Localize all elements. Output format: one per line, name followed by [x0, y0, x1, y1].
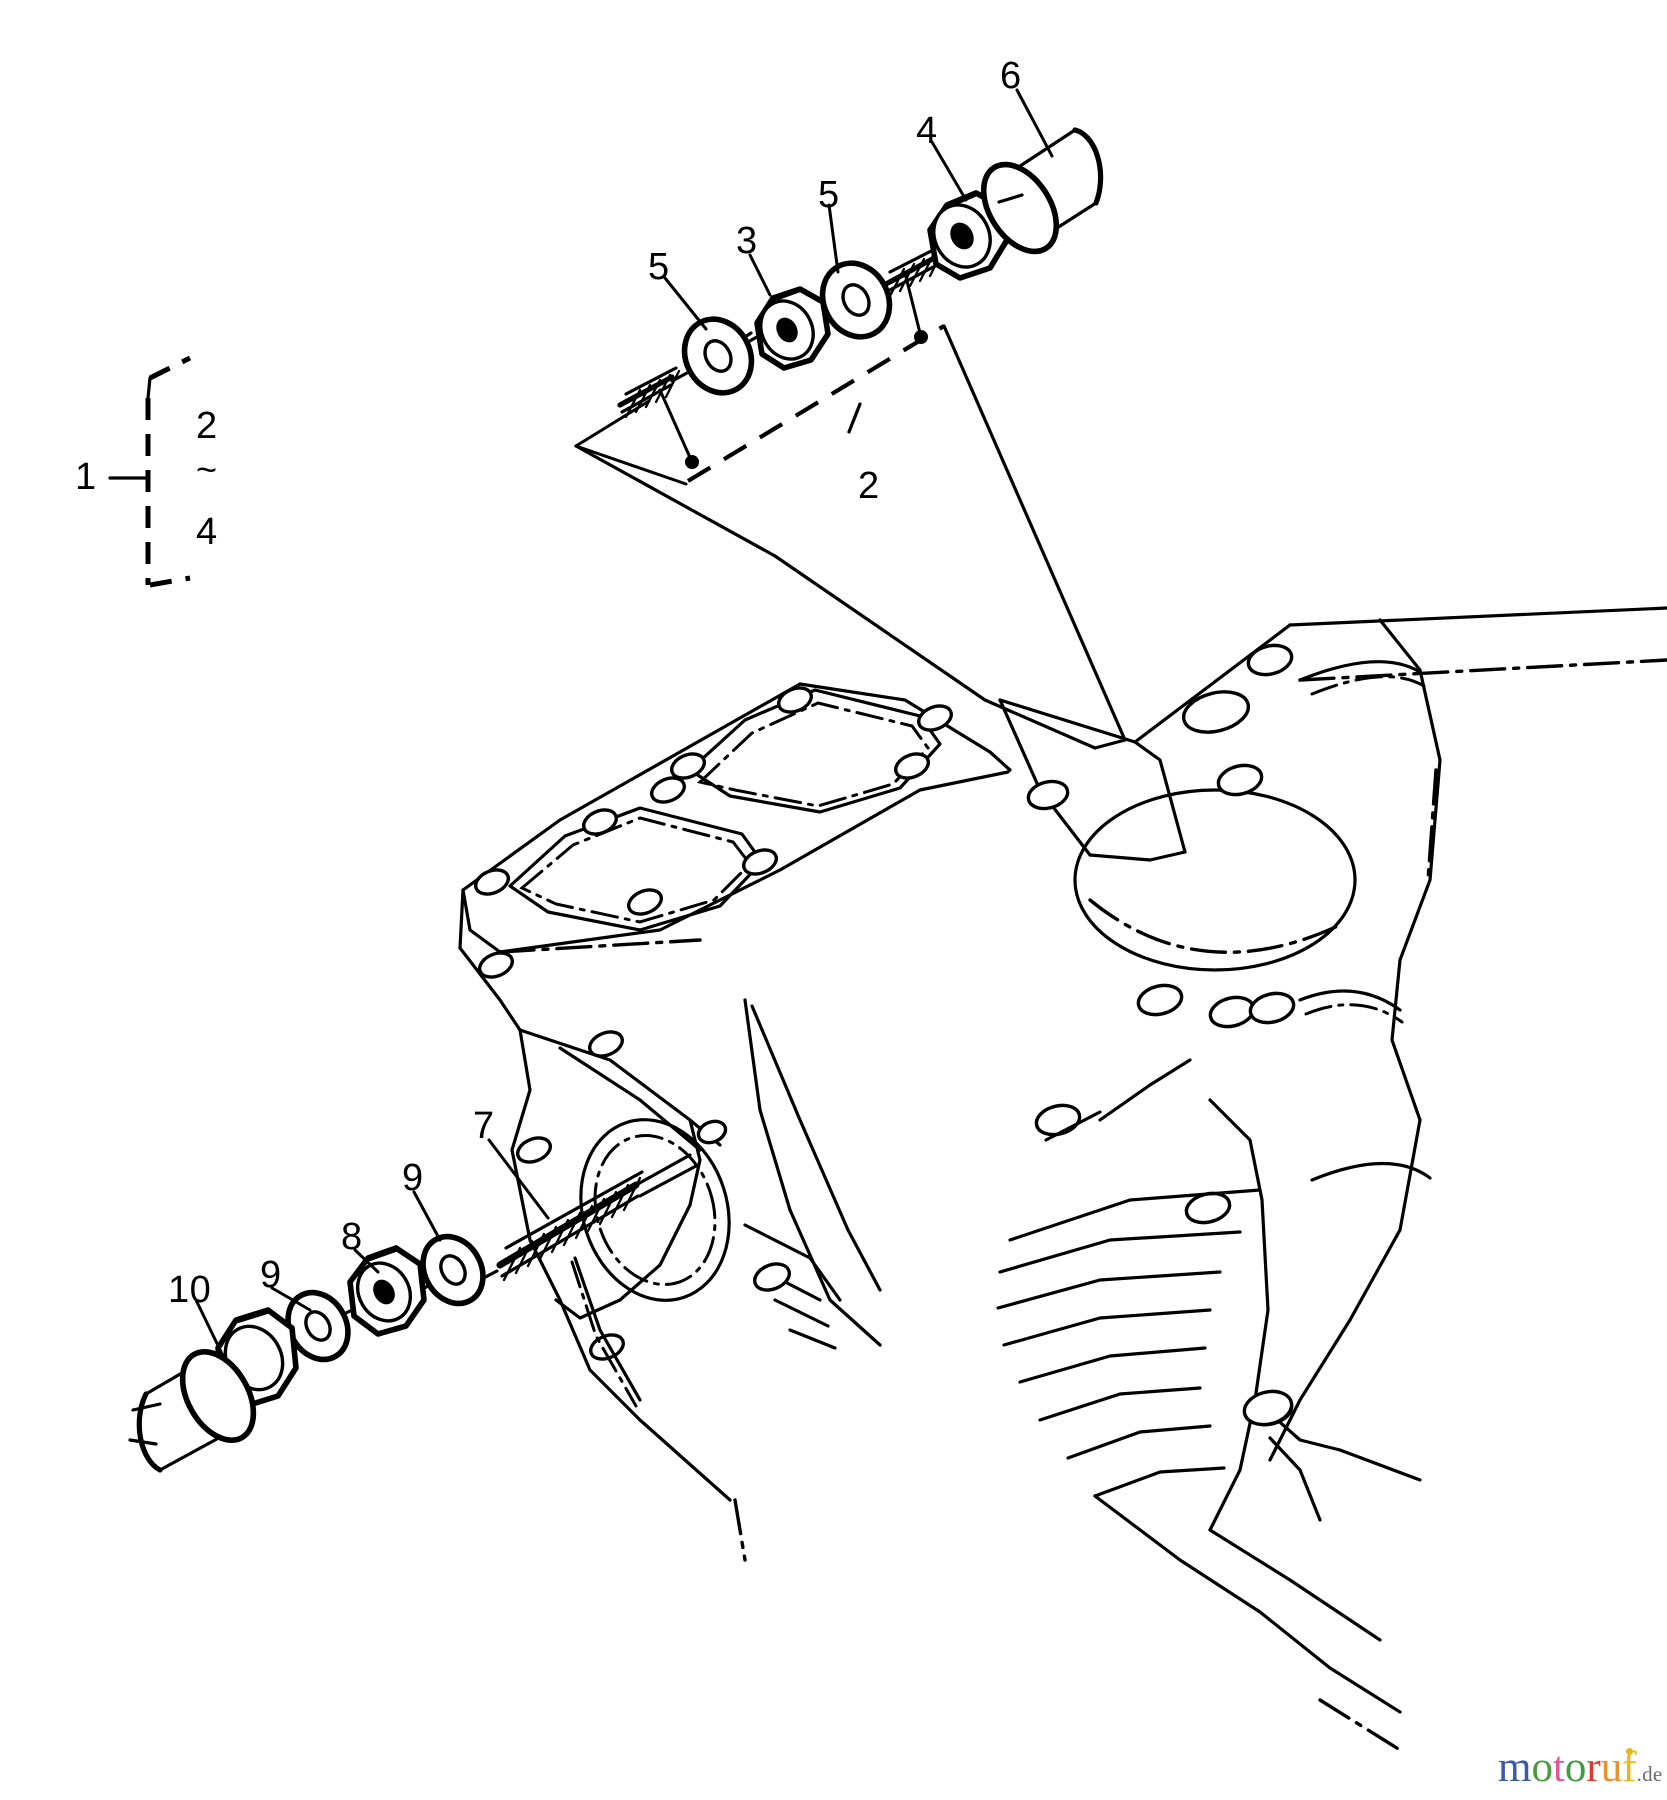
watermark-letter-u: u — [1600, 1744, 1623, 1791]
watermark-accent-dot — [1626, 1748, 1633, 1755]
engine-block — [458, 606, 1667, 1752]
callout-label-2-assembly: 2 — [858, 465, 880, 507]
washer-9-right — [420, 1233, 486, 1307]
upper-stud-assembly — [574, 127, 1104, 486]
callout-label-2-bracket-start: 2 — [196, 405, 218, 447]
manifold-gasket — [461, 682, 1012, 954]
hex-nut-3 — [754, 286, 831, 371]
hex-nut-8 — [347, 1245, 427, 1337]
callout-label-9-right: 9 — [402, 1157, 424, 1199]
callout-label-bracket-tilde: ~ — [196, 449, 218, 490]
watermark-letter-t: t — [1552, 1744, 1565, 1791]
projection-lines-upper — [574, 324, 1127, 750]
callout-label-6: 6 — [1000, 55, 1022, 97]
cap-6 — [980, 127, 1104, 255]
callout-label-4-upper: 4 — [916, 110, 938, 152]
callout-label-4-bracket-end: 4 — [196, 511, 218, 553]
watermark-letter-r: r — [1586, 1744, 1601, 1791]
callout-label-9-left: 9 — [260, 1254, 282, 1296]
leader-lines — [194, 88, 1054, 1362]
watermark-letter-o1: o — [1531, 1744, 1553, 1791]
watermark-letter-f: f — [1622, 1744, 1637, 1791]
callout-label-5-upper-left: 5 — [648, 246, 670, 288]
callout-label-3: 3 — [736, 220, 758, 262]
callout-label-10: 10 — [168, 1269, 212, 1311]
lower-stud-assembly — [128, 1153, 698, 1473]
watermark-letter-m: m — [1498, 1744, 1532, 1791]
group-bracket-left — [108, 355, 192, 588]
washer-5-lower — [681, 316, 755, 396]
callout-label-5-upper-right: 5 — [818, 174, 840, 216]
watermark-letter-o2: o — [1564, 1744, 1587, 1791]
motoruf-watermark: motoruf.de — [1498, 1746, 1663, 1789]
callout-label-8: 8 — [341, 1216, 363, 1258]
assembly-2-span-bracket — [574, 275, 946, 486]
watermark-suffix: .de — [1636, 1762, 1663, 1786]
stud-thread-7 — [496, 1170, 644, 1282]
cap-10 — [128, 1349, 257, 1473]
callout-label-1: 1 — [75, 456, 97, 498]
callout-label-7: 7 — [473, 1105, 495, 1147]
